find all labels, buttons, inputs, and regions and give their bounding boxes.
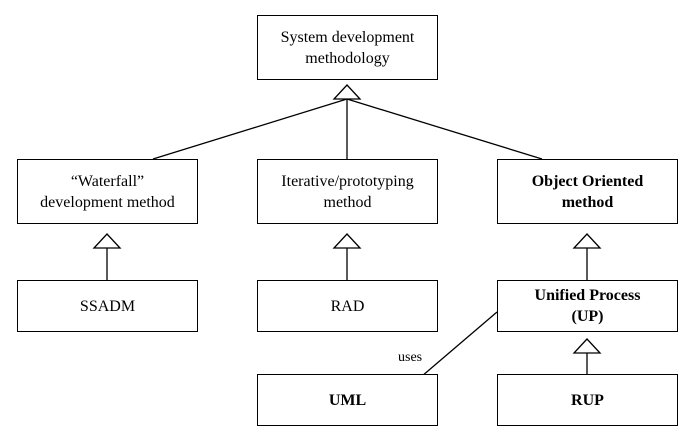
node-label: UML [328, 391, 367, 409]
node-label: RAD [330, 297, 365, 315]
node-label: Unified Process (UP) [534, 287, 641, 325]
inheritance-arrow-oo [572, 233, 602, 249]
node-ssadm: SSADM [17, 280, 198, 332]
node-rad: RAD [257, 280, 438, 332]
node-uml: UML [257, 374, 438, 426]
node-system-development-methodology: System development methodology [257, 15, 438, 80]
node-label: System development methodology [280, 28, 415, 67]
inheritance-arrow-iterative [332, 233, 362, 249]
node-label: RUP [571, 391, 604, 409]
node-object-oriented-method: Object Oriented method [497, 159, 678, 224]
inheritance-arrow-root [332, 84, 362, 100]
inheritance-arrow-up [572, 338, 602, 354]
node-iterative-prototyping-method: Iterative/prototyping method [257, 159, 438, 224]
node-label: Object Oriented method [531, 172, 644, 211]
node-unified-process: Unified Process (UP) [497, 280, 678, 332]
edge-waterfall-to-root [152, 98, 348, 160]
inheritance-arrow-waterfall [92, 233, 122, 249]
node-label: “Waterfall” development method [40, 172, 175, 211]
node-label: SSADM [79, 297, 136, 315]
node-label: Iterative/prototyping method [281, 172, 414, 211]
node-waterfall-method: “Waterfall” development method [17, 159, 198, 224]
edge-oo-to-root [346, 98, 543, 160]
node-rup: RUP [497, 374, 678, 426]
uses-label: uses [398, 350, 423, 365]
